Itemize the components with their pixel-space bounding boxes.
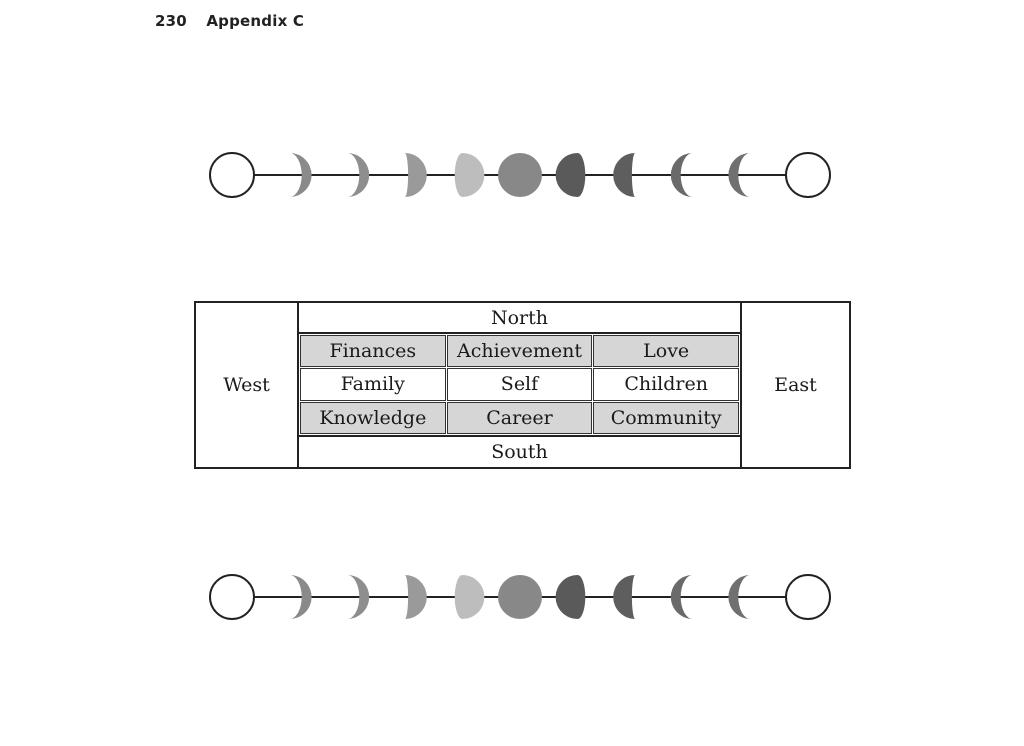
moon-phase-icon xyxy=(555,575,586,619)
grid-cell: Children xyxy=(593,368,739,401)
grid-cell: Achievement xyxy=(446,334,593,368)
moon-phase-icon xyxy=(454,575,485,619)
moon-phase-row-top xyxy=(200,145,840,205)
moon-phase-icon xyxy=(785,574,831,620)
moon-phase-strip xyxy=(209,574,831,620)
moon-phase-icon xyxy=(613,153,636,197)
moon-phase-icon xyxy=(728,575,751,619)
grid-cell: Career xyxy=(446,401,593,435)
moon-phase-icon xyxy=(289,575,312,619)
moon-phase-icon xyxy=(728,153,751,197)
grid-cells: Finances Achievement Love Family Self Ch… xyxy=(299,334,740,435)
moon-phase-icon xyxy=(404,153,427,197)
grid-cell: Love xyxy=(593,334,739,368)
page-number: 230 xyxy=(155,12,187,30)
moon-phase-icon xyxy=(404,575,427,619)
moon-phase-icon xyxy=(454,153,485,197)
grid-cell: Finances xyxy=(300,334,446,368)
direction-north: North xyxy=(299,303,740,334)
running-head: 230 Appendix C xyxy=(155,12,304,30)
life-areas-grid: West North Finances Achievement Love Fam… xyxy=(194,301,851,469)
moon-phase-icon xyxy=(289,153,312,197)
moon-phase-icon xyxy=(347,575,370,619)
moon-phase-strip xyxy=(209,152,831,198)
moon-phase-icon xyxy=(209,574,255,620)
moon-phase-icon xyxy=(498,153,542,197)
moon-phase-icon xyxy=(347,153,370,197)
direction-east: East xyxy=(740,303,849,467)
grid-center: North Finances Achievement Love Family S… xyxy=(299,303,740,467)
direction-south: South xyxy=(299,435,740,467)
moon-phase-icon xyxy=(209,152,255,198)
grid-cell: Community xyxy=(593,401,739,435)
moon-phase-row-bottom xyxy=(200,567,840,627)
moon-phase-icon xyxy=(555,153,586,197)
grid-cell: Family xyxy=(300,368,446,401)
grid-cell: Self xyxy=(446,368,593,401)
moon-phase-icon xyxy=(498,575,542,619)
moon-phase-icon xyxy=(670,153,693,197)
moon-phase-icon xyxy=(785,152,831,198)
moon-phase-icon xyxy=(613,575,636,619)
grid-cell: Knowledge xyxy=(300,401,446,435)
moon-phase-icon xyxy=(670,575,693,619)
section-title: Appendix C xyxy=(206,12,305,30)
direction-west: West xyxy=(196,303,299,467)
